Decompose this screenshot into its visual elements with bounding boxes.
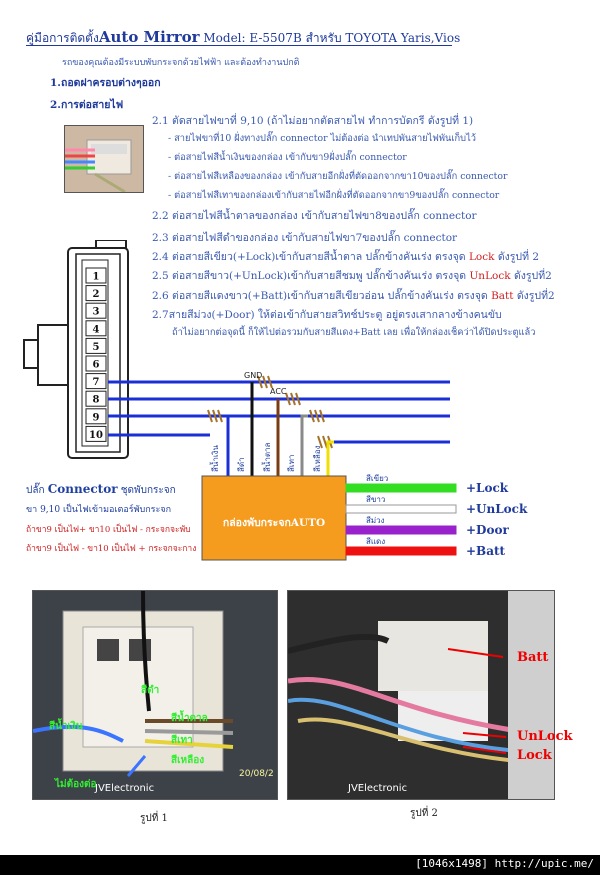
wire-yellow <box>326 440 334 476</box>
connector-pin-number: 3 <box>93 307 100 318</box>
intro-text: รถของคุณต้องมีระบบพับกระจกด้วยไฟฟ้า และต… <box>62 58 300 68</box>
instruction-2-1-c: - ต่อสายไฟสีเหลืองของกล่อง เข้ากับสายอีก… <box>168 171 508 182</box>
p2-watermark: JVElectronic <box>348 783 408 794</box>
connector-pin <box>85 337 107 354</box>
output-wires: สีเขียว +Lock สีขาว +UnLock สีม่วง +Door สีแดง… <box>345 474 528 558</box>
p2-label-lock: Lock <box>517 748 552 763</box>
connector-pin-number: 2 <box>93 289 100 300</box>
instruction-2-5: 2.5 ต่อสายสีขาว(+UnLock)เข้ากับสายสีชมพู… <box>152 270 552 282</box>
gnd-label: GND <box>244 371 262 380</box>
output-wire-color: สีขาว <box>366 495 385 504</box>
caption-photo-1: รูปที่ 1 <box>140 813 168 824</box>
label-blue: สีน้ำเงิน <box>209 445 220 473</box>
output-signal-label: +UnLock <box>466 502 528 516</box>
instruction-2-3: 2.3 ต่อสายไฟสีดำของกล่อง เข้ากับสายไฟขา7… <box>152 232 458 244</box>
output-wire-color: สีแดง <box>366 537 385 546</box>
title-underline <box>26 45 452 46</box>
connector-thumbnail <box>64 125 144 193</box>
p1-label-yellow: สีเหลือง <box>171 755 205 766</box>
step-2: 2.การต่อสายไฟ <box>50 99 124 111</box>
output-wire <box>345 546 457 556</box>
output-wire <box>345 504 457 514</box>
connector-pin-number: 6 <box>93 360 100 371</box>
output-wire <box>345 525 457 535</box>
p1-watermark: JVElectronic <box>95 783 155 794</box>
label-black: สีดำ <box>237 457 246 472</box>
connector-pin <box>85 285 107 302</box>
connector-pin <box>85 373 107 390</box>
wiring-diagram: 1 2 3 4 5 6 7 8 9 10 GND ACC สีน้ำเงิน สีดำ สีน้ำ… <box>23 240 528 561</box>
output-wire <box>345 483 457 493</box>
p2-label-batt: Batt <box>517 650 549 665</box>
instruction-2-2: 2.2 ต่อสายไฟสีน้ำตาลของกล่อง เข้ากับสายไ… <box>152 210 477 222</box>
output-wire-color: สีม่วง <box>366 516 385 525</box>
p1-label-nocon: ไม่ต้องต่อ <box>55 779 97 790</box>
wire-gray <box>300 414 308 476</box>
instruction-2-1-a: - สายไฟขาที่10 ฝั่งทางปลั๊ก connector ไม… <box>168 133 476 144</box>
instruction-2-1: 2.1 ตัดสายไฟขาที่ 9,10 (ถ้าไม่อยากตัดสาย… <box>152 115 474 127</box>
caption-photo-2: รูปที่ 2 <box>410 808 438 819</box>
connector-pin <box>85 267 107 284</box>
label-yellow: สีเหลือง <box>313 445 322 472</box>
output-signal-label: +Door <box>466 523 509 537</box>
instruction-2-6: 2.6 ต่อสายสีแดงขาว(+Batt)เข้ากับสายสีเขี… <box>152 290 555 302</box>
connector-note-pins: ขา 9,10 เป็นไฟเข้ามอเตอร์พับกระจก <box>26 505 172 515</box>
connector-note-title: ปลั๊ก Connector ชุดพับกระจก <box>26 482 176 496</box>
instruction-2-4: 2.4 ต่อสายสีเขียว(+Lock)เข้ากับสายสีน้ำต… <box>152 251 540 263</box>
instruction-2-7-note: ถ้าไม่อยากต่อจุดนี้ ก็ให้ไปต่อรวมกับสายส… <box>172 327 536 338</box>
control-box <box>201 475 347 561</box>
footer-bar: [1046x1498] http://upic.me/ <box>0 855 600 875</box>
connector-pin-number: 7 <box>93 377 100 388</box>
label-brown: สีน้ำตาล <box>261 442 272 472</box>
brand-name: Auto Mirror <box>98 28 200 46</box>
connector-pin-number: 10 <box>89 430 103 441</box>
connector-thumbnail-art <box>65 126 143 192</box>
acc-label: ACC <box>270 387 287 396</box>
output-signal-label: +Lock <box>466 481 509 495</box>
connector-pin <box>85 355 107 372</box>
connector-pin <box>85 425 107 442</box>
footer-text: [1046x1498] http://upic.me/ <box>415 857 594 870</box>
step-1: 1.ถอดฝาครอบต่างๆออก <box>50 77 161 89</box>
p2-label-unlock: UnLock <box>517 729 573 744</box>
p1-label-blue: สีน้ำเงิน <box>49 721 83 732</box>
p1-label-brown: สีน้ำตาล <box>171 713 208 724</box>
instruction-2-1-d: - ต่อสายไฟสีเทาของกล่องเข้ากับสายไฟอีกฝั… <box>168 190 500 201</box>
connector-body <box>23 240 129 459</box>
wire-blue <box>222 414 230 476</box>
connector-pin-number: 8 <box>93 395 100 406</box>
note-unfold: ถ้าขา9 เป็นไฟ - ขา10 เป็นไฟ + กระจกจะกาง <box>26 544 197 554</box>
connector-pin <box>85 390 107 407</box>
splice-marks <box>207 375 333 449</box>
connector-pin-number: 4 <box>93 324 100 335</box>
note-fold: ถ้าขา9 เป็นไฟ+ ขา10 เป็นไฟ - กระจกจะพับ <box>26 525 191 535</box>
connector-pin-number: 9 <box>93 412 100 423</box>
output-signal-label: +Batt <box>466 544 506 558</box>
connector-pin <box>85 302 107 319</box>
output-wire-color: สีเขียว <box>366 474 388 483</box>
photo-2: JVElectronic <box>287 590 555 800</box>
control-box-label: กล่องพับกระจกAUTO <box>223 517 325 529</box>
instruction-2-1-b: - ต่อสายไฟสีน้ำเงินของกล่อง เข้ากับขา9ฝั… <box>168 152 407 163</box>
photo-1-art <box>33 591 277 799</box>
p1-label-black: สีดำ <box>141 685 160 696</box>
connector-pin-number: 5 <box>93 342 100 353</box>
connector-pin-number: 1 <box>93 272 100 283</box>
label-gray: สีเทา <box>287 455 296 473</box>
p1-label-gray: สีเทา <box>171 735 193 746</box>
connector-pin <box>85 320 107 337</box>
page-title: คู่มือการติดตั้งAuto Mirror Model: E-550… <box>26 28 461 46</box>
instruction-2-7: 2.7สายสีม่วง(+Door) ให้ต่อเข้ากับสายสวิท… <box>152 309 502 321</box>
connector-pin <box>85 408 107 425</box>
p1-date: 20/08/2 <box>239 769 274 779</box>
connector-pins: 1 2 3 4 5 6 7 8 9 10 <box>85 267 107 442</box>
photo-2-art <box>288 591 554 799</box>
photo-1: สีดำ สีน้ำเงิน สีน้ำตาล สีเทา สีเหลือง ไ… <box>32 590 278 800</box>
